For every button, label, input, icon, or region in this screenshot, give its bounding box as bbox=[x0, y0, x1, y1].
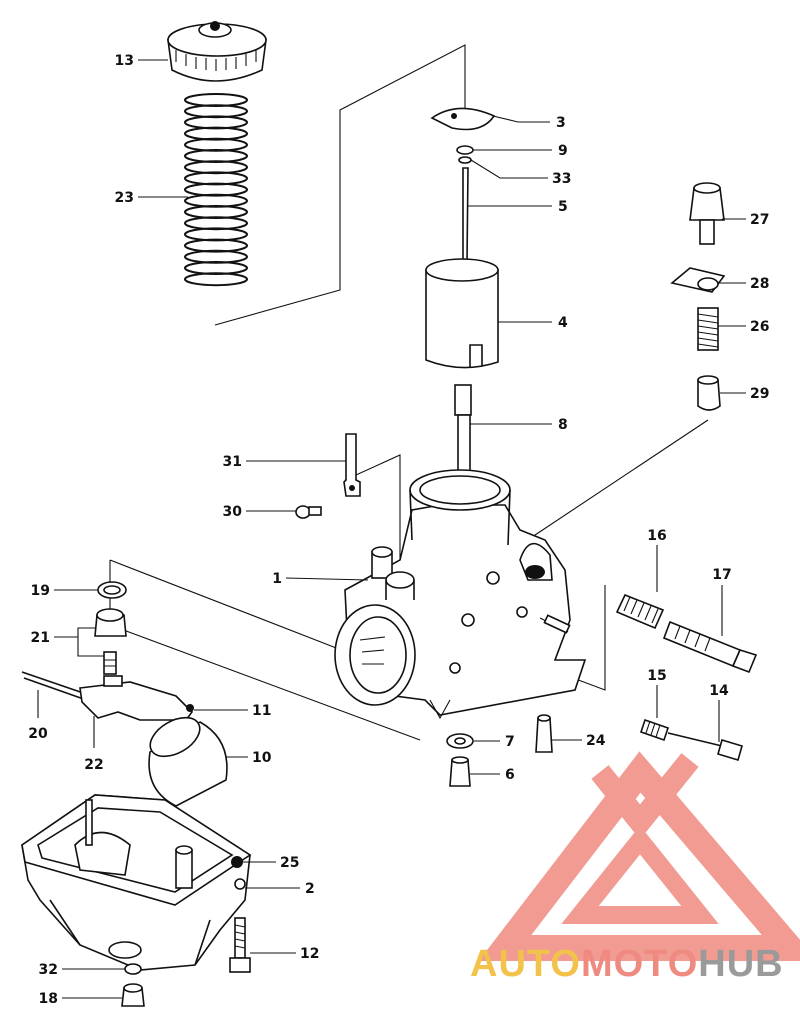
bowl-gasket bbox=[231, 856, 246, 890]
cable-bracket bbox=[343, 433, 361, 497]
label-part-22: 22 bbox=[84, 757, 103, 773]
label-part-21: 21 bbox=[31, 630, 50, 646]
label-part-2: 2 bbox=[305, 881, 315, 897]
cap bbox=[167, 21, 267, 82]
float-valve-gasket bbox=[97, 581, 127, 599]
label-part-11: 11 bbox=[252, 703, 271, 719]
idle-screw-spring bbox=[639, 718, 670, 742]
float-arm bbox=[79, 675, 194, 721]
needle-jet bbox=[454, 384, 472, 500]
label-part-25: 25 bbox=[280, 855, 299, 871]
watermark-moto: MOTO bbox=[581, 943, 698, 985]
drain-bolt bbox=[121, 983, 145, 1007]
assembly-guide-lines bbox=[109, 44, 709, 741]
label-part-27: 27 bbox=[750, 212, 769, 228]
label-part-24: 24 bbox=[586, 733, 606, 749]
label-part-10: 10 bbox=[252, 750, 272, 766]
label-part-28: 28 bbox=[750, 276, 769, 292]
label-part-4: 4 bbox=[558, 315, 568, 331]
label-part-1: 1 bbox=[272, 571, 282, 587]
label-part-3: 3 bbox=[556, 115, 566, 131]
part-callouts: 13 23 31 30 1 19 21 20 22 32 18 3 9 33 5 bbox=[28, 53, 769, 1007]
bowl-screw bbox=[229, 917, 251, 973]
throttle-spring bbox=[184, 93, 248, 287]
label-part-29: 29 bbox=[750, 386, 769, 402]
e-clip bbox=[456, 145, 474, 164]
float bbox=[148, 716, 228, 807]
float-valve-seat bbox=[94, 608, 127, 675]
float-pin bbox=[186, 704, 194, 712]
label-part-5: 5 bbox=[558, 199, 568, 215]
label-part-13: 13 bbox=[115, 53, 134, 69]
label-part-15: 15 bbox=[647, 668, 666, 684]
watermark-logo-triangle bbox=[478, 751, 800, 961]
label-part-12: 12 bbox=[300, 946, 319, 962]
label-part-18: 18 bbox=[39, 991, 58, 1007]
label-part-26: 26 bbox=[750, 319, 769, 335]
idle-screw bbox=[667, 732, 743, 761]
starter-washer bbox=[670, 267, 726, 293]
watermark: AUTOMOTOHUB bbox=[470, 751, 800, 985]
needle-plate bbox=[430, 107, 496, 131]
label-part-7: 7 bbox=[505, 734, 515, 750]
watermark-hub: HUB bbox=[698, 943, 783, 985]
label-part-16: 16 bbox=[647, 528, 666, 544]
washer bbox=[446, 733, 474, 749]
air-screw bbox=[662, 620, 758, 674]
starter-spring bbox=[697, 307, 719, 351]
label-part-31: 31 bbox=[223, 454, 242, 470]
bracket-screw bbox=[295, 505, 322, 519]
label-part-23: 23 bbox=[115, 190, 134, 206]
carburetor-body bbox=[334, 469, 587, 720]
label-part-17: 17 bbox=[712, 567, 731, 583]
label-part-33: 33 bbox=[552, 171, 571, 187]
watermark-auto: AUTO bbox=[470, 943, 581, 985]
starter-nut bbox=[689, 182, 725, 245]
svg-text:AUTOMOTOHUB: AUTOMOTOHUB bbox=[470, 943, 784, 985]
main-jet bbox=[449, 756, 471, 787]
label-part-9: 9 bbox=[558, 143, 568, 159]
label-part-6: 6 bbox=[505, 767, 515, 783]
throttle-valve bbox=[425, 258, 499, 369]
drain-plug bbox=[535, 714, 553, 753]
label-part-8: 8 bbox=[558, 417, 568, 433]
drain-washer bbox=[124, 963, 142, 975]
label-part-14: 14 bbox=[709, 683, 729, 699]
spring-coil bbox=[184, 272, 248, 287]
label-part-32: 32 bbox=[39, 962, 58, 978]
air-screw-spring bbox=[615, 593, 665, 630]
label-part-20: 20 bbox=[28, 726, 48, 742]
starter-plunger bbox=[697, 375, 721, 411]
label-part-19: 19 bbox=[31, 583, 50, 599]
float-bowl bbox=[21, 794, 252, 971]
label-part-30: 30 bbox=[223, 504, 243, 520]
jet-needle bbox=[462, 167, 469, 273]
